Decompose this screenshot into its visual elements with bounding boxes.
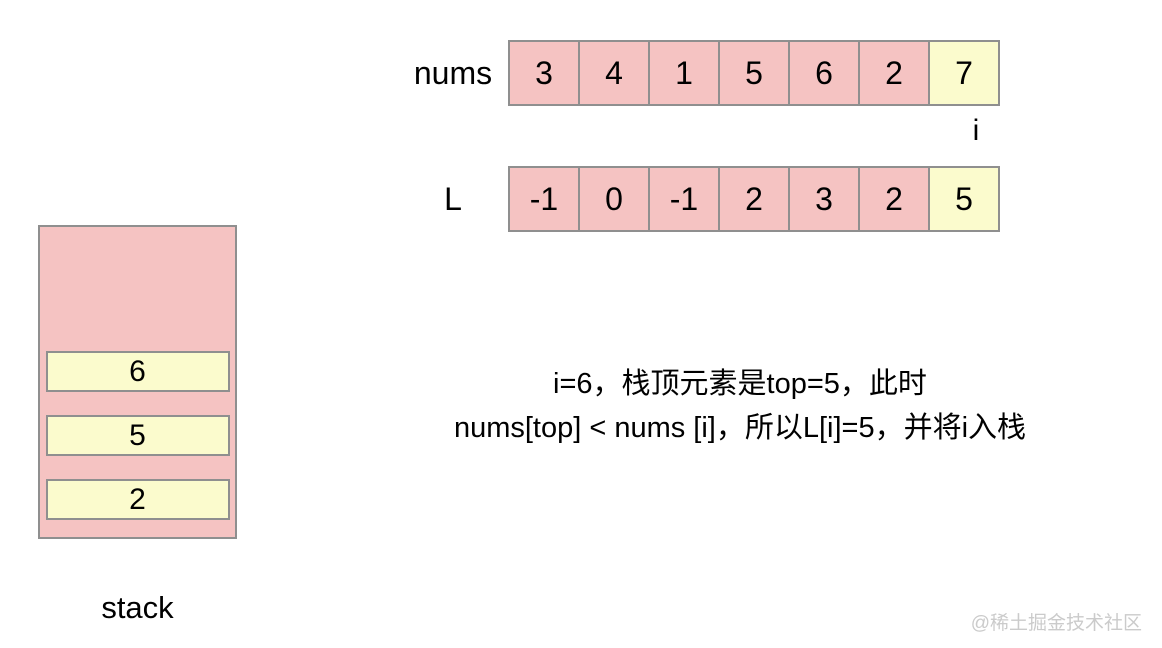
nums-array-cell: 7 [928, 40, 1000, 106]
l-array-cell: 5 [928, 166, 1000, 232]
stack-item: 2 [45, 479, 230, 520]
stack-item: 6 [45, 351, 230, 392]
caption-line-2: nums[top] < nums [i]，所以L[i]=5，并将i入栈 [453, 412, 1027, 444]
l-array-cell: -1 [508, 166, 580, 232]
stack-container: 6 5 2 [38, 225, 237, 539]
nums-array-cell: 3 [508, 40, 580, 106]
nums-array-cell: 6 [788, 40, 860, 106]
nums-array-cell: 5 [718, 40, 790, 106]
stack-label: stack [101, 590, 174, 625]
l-array-label: L [444, 180, 462, 217]
nums-array-label: nums [413, 54, 493, 91]
nums-array-cell: 2 [858, 40, 930, 106]
l-array-cell: -1 [648, 166, 720, 232]
l-array-cell: 2 [858, 166, 930, 232]
watermark: @稀土掘金技术社区 [970, 613, 1142, 634]
stack-item: 5 [45, 415, 230, 456]
caption-line-1: i=6，栈顶元素是top=5，此时 [553, 368, 927, 400]
nums-array-cell: 4 [578, 40, 650, 106]
l-array-cell: 3 [788, 166, 860, 232]
l-array-cell: 0 [578, 166, 650, 232]
l-array-cell: 2 [718, 166, 790, 232]
index-pointer-label: i [972, 114, 980, 147]
caption: i=6，栈顶元素是top=5，此时 nums[top] < nums [i]，所… [320, 362, 1160, 450]
nums-array-cell: 1 [648, 40, 720, 106]
